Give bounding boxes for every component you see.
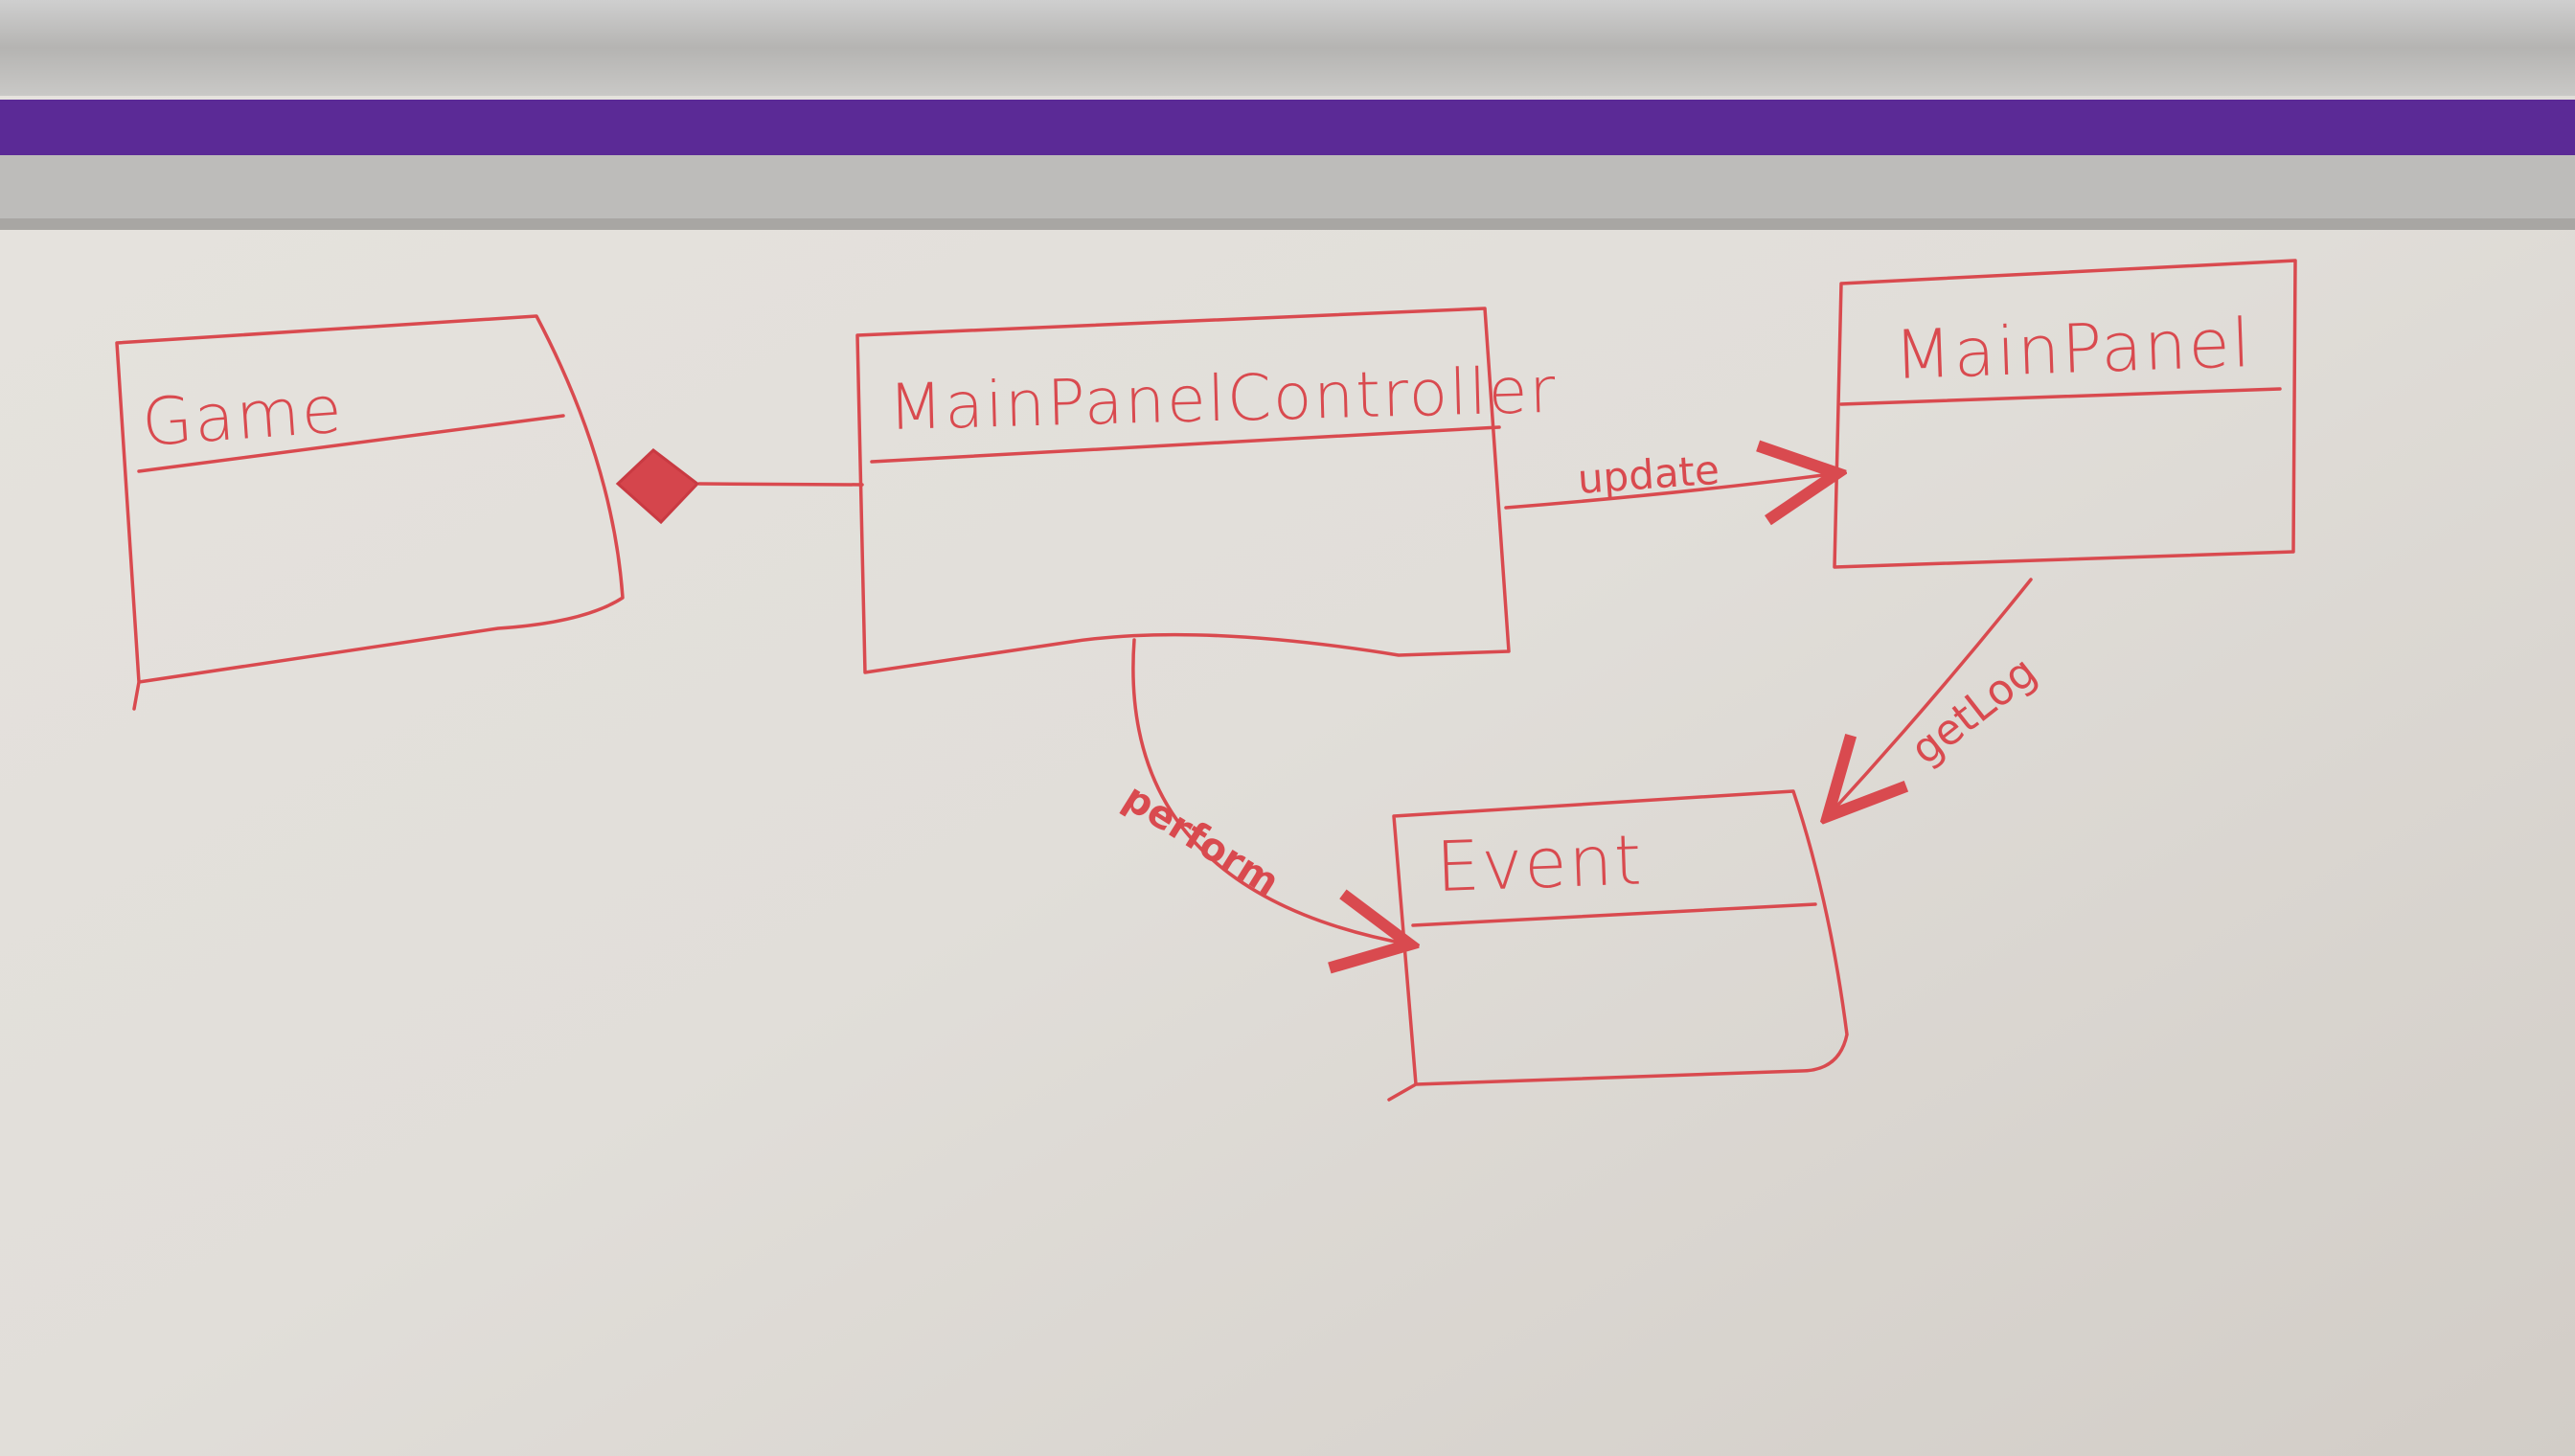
class-game-name: Game [140,372,346,461]
class-mpc-divider [870,425,1501,464]
class-main-panel-divider [1839,387,2282,406]
perform-arrow [1131,638,1410,944]
tray-stripe [0,100,2575,155]
relation-composition [615,448,864,525]
class-game-outline [115,314,625,711]
tray-shadow [0,218,2575,230]
update-label: update [1576,446,1720,503]
class-event-name: Event [1435,819,1645,906]
top-frame [0,0,2575,96]
class-event-divider [1411,902,1817,927]
relation-update: update [1504,446,1837,508]
class-mpc-name: MainPanelController [887,353,1558,444]
class-game [115,314,625,711]
class-event-outline [1387,789,1849,1102]
composition-line [697,482,864,487]
update-arrow [1504,473,1837,508]
tray-rail [0,155,2575,228]
composition-diamond [615,448,700,525]
class-event [1387,789,1849,1102]
class-main-panel-name: MainPanel [1893,304,2254,395]
class-game-divider [137,414,565,473]
class-mpc-outline [855,307,1511,674]
class-main-panel-controller [855,307,1511,674]
getlog-arrow [1828,578,2033,816]
